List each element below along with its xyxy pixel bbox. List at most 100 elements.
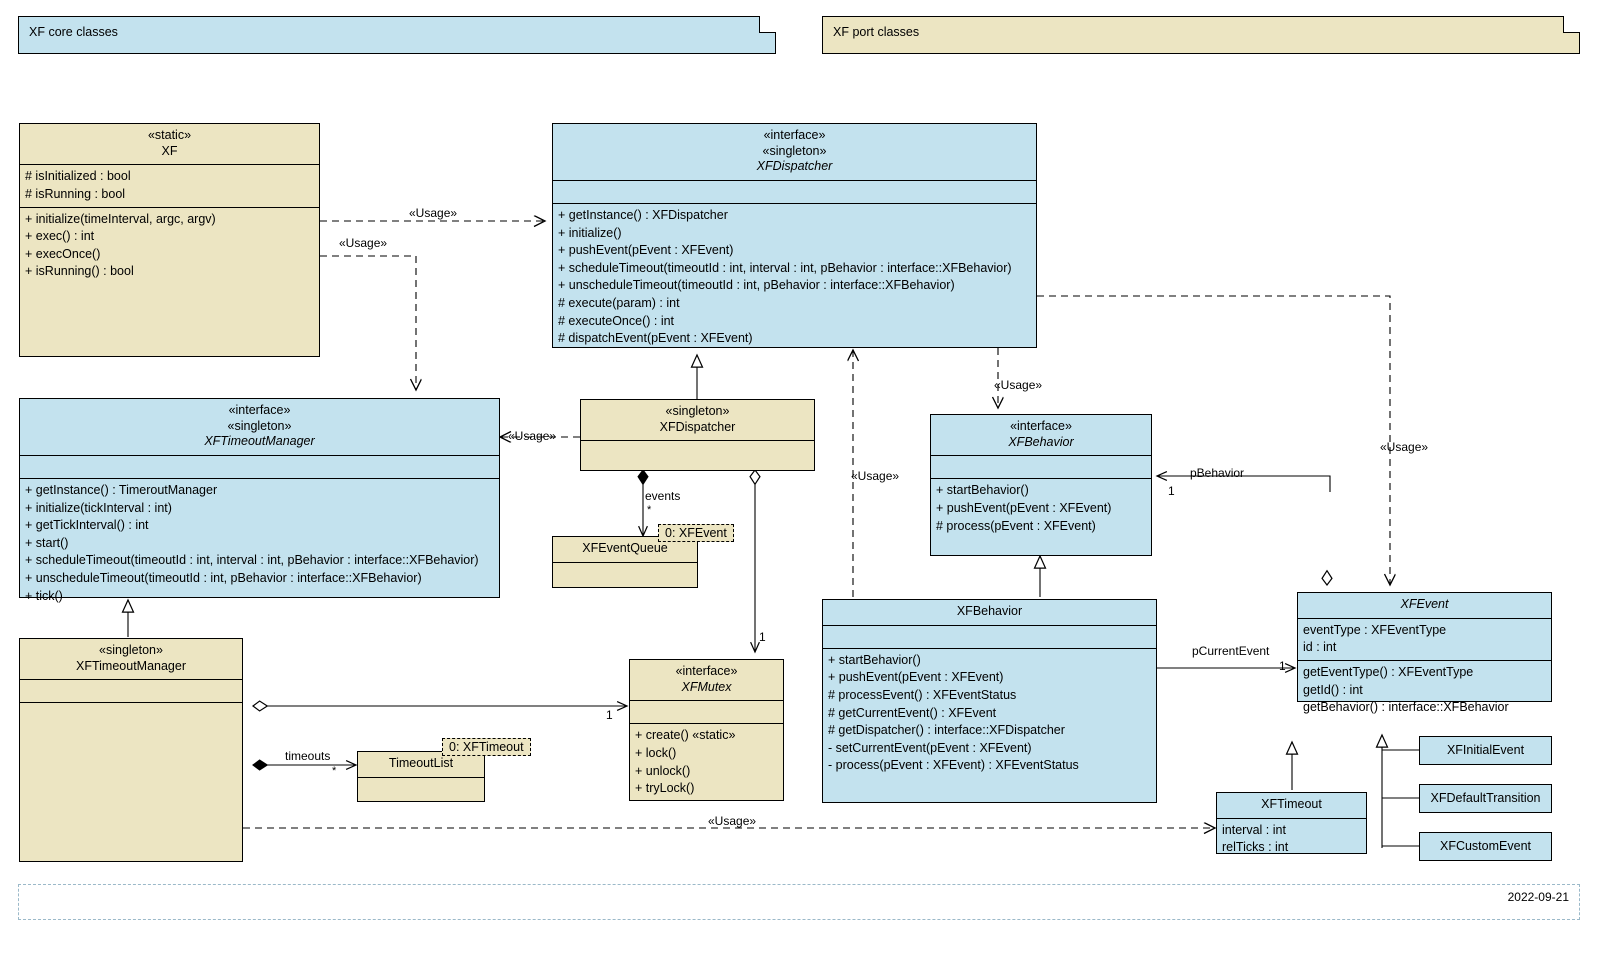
class-xftimeoutmanager-impl-attributes: [20, 680, 242, 704]
class-xfmutex-header: «interface» XFMutex: [630, 660, 783, 702]
class-xfbehavior-interface-operations: + startBehavior() + pushEvent(pEvent : X…: [931, 479, 1151, 538]
class-xfevent-operations: getEventType() : XFEventType getId() : i…: [1298, 661, 1551, 720]
operation-line: # getDispatcher() : interface::XFDispatc…: [828, 723, 1065, 738]
page-fold-icon: [759, 16, 776, 33]
operation-line: + tryLock(): [635, 781, 695, 796]
template-param-xfeventqueue: 0: XFEvent: [658, 524, 734, 542]
operation-line: + create() «static»: [635, 728, 736, 743]
stereotype-singleton: «singleton»: [99, 643, 163, 657]
stereotype-singleton: «singleton»: [665, 404, 730, 418]
operation-line: # executeOnce() : int: [558, 313, 675, 328]
class-xfmutex-attributes: [630, 701, 783, 725]
label-mult-timeouts: *: [332, 765, 337, 777]
class-xfdispatcher-interface[interactable]: «interface» «singleton» XFDispatcher + g…: [552, 123, 1037, 348]
class-xf-header: «static» XF: [20, 124, 319, 166]
class-name: XFMutex: [681, 679, 732, 694]
label-mult-mutex-dispatcher: 1: [759, 630, 766, 644]
class-name: TimeoutList: [388, 756, 454, 770]
label-usage-behavior-dispatcher: «Usage»: [851, 469, 900, 483]
legend-core-classes: XF core classes: [18, 16, 776, 54]
operation-line: + unlock(): [635, 763, 691, 778]
class-xftimeout[interactable]: XFTimeout interval : int relTicks : int: [1216, 792, 1367, 854]
operation-line: + tick(): [25, 588, 63, 603]
label-usage-dispatcher-timeoutmanager: «Usage»: [508, 429, 557, 443]
class-name: XFDefaultTransition: [1430, 791, 1541, 805]
class-name: XFCustomEvent: [1439, 839, 1531, 853]
operation-line: + initialize(): [558, 225, 622, 240]
class-xftimeoutmanager-impl-operations: [20, 703, 242, 709]
operation-line: + initialize(timeInterval, argc, argv): [25, 211, 216, 226]
label-mult-mutex-timeoutmanager: 1: [606, 708, 613, 722]
operation-line: + pushEvent(pEvent : XFEvent): [828, 670, 1004, 685]
stereotype-interface: «interface»: [675, 664, 738, 678]
class-xfmutex-operations: + create() «static» + lock() + unlock() …: [630, 724, 783, 801]
class-xfevent[interactable]: XFEvent eventType : XFEventType id : int…: [1297, 592, 1552, 714]
class-xftimeout-header: XFTimeout: [1217, 793, 1366, 819]
attribute-line: id : int: [1303, 640, 1337, 655]
class-xfbehavior-interface[interactable]: «interface» XFBehavior + startBehavior()…: [930, 414, 1152, 556]
class-xftimeoutmanager-interface[interactable]: «interface» «singleton» XFTimeoutManager…: [19, 398, 500, 603]
label-usage-timeoutmanager-timeout: «Usage»: [708, 814, 757, 828]
class-xfcustomevent[interactable]: XFCustomEvent: [1419, 832, 1552, 861]
class-xfinitialevent-header: XFInitialEvent: [1420, 737, 1551, 764]
class-xfdefaulttransition[interactable]: XFDefaultTransition: [1419, 784, 1552, 813]
class-xfinitialevent[interactable]: XFInitialEvent: [1419, 736, 1552, 765]
class-xf[interactable]: «static» XF # isInitialized : bool # isR…: [19, 123, 320, 357]
class-name: XFTimeoutManager: [76, 658, 186, 673]
class-name: XFDispatcher: [659, 419, 736, 434]
class-name: XFBehavior: [956, 604, 1023, 618]
operation-line: + scheduleTimeout(timeoutId : int, inter…: [25, 553, 479, 568]
operation-line: # dispatchEvent(pEvent : XFEvent): [558, 331, 753, 346]
class-name: XFEventQueue: [582, 541, 668, 555]
class-name: XFBehavior: [1008, 434, 1074, 449]
class-xfeventqueue-header: XFEventQueue: [553, 537, 697, 563]
class-xfdispatcher-impl[interactable]: «singleton» XFDispatcher: [580, 399, 815, 471]
class-xf-name: XF: [161, 143, 178, 158]
class-xfbehavior-impl[interactable]: XFBehavior + startBehavior() + pushEvent…: [822, 599, 1157, 803]
class-name: XFTimeoutManager: [204, 434, 315, 449]
class-xfdispatcher-interface-attributes: [553, 181, 1036, 204]
class-xfbehavior-interface-header: «interface» XFBehavior: [931, 415, 1151, 457]
class-xfdefaulttransition-header: XFDefaultTransition: [1420, 785, 1551, 812]
class-xf-attributes: # isInitialized : bool # isRunning : boo…: [20, 165, 319, 208]
template-param-timeoutlist: 0: XFTimeout: [442, 738, 531, 756]
stereotype-interface: «interface»: [228, 403, 291, 417]
operation-line: + unscheduleTimeout(timeoutId : int, pBe…: [25, 571, 422, 585]
class-timeoutlist-body: [358, 778, 484, 800]
class-xftimeoutmanager-impl[interactable]: «singleton» XFTimeoutManager: [19, 638, 243, 862]
label-usage-dispatcher-behavior: «Usage»: [994, 378, 1043, 392]
class-xfbehavior-interface-attributes: [931, 456, 1151, 480]
operation-line: # execute(param) : int: [558, 296, 680, 310]
label-usage-xf-dispatcher: «Usage»: [409, 206, 458, 220]
operation-line: + unscheduleTimeout(timeoutId : int, pBe…: [558, 278, 955, 293]
operation-line: - setCurrentEvent(pEvent : XFEvent): [828, 740, 1032, 755]
operation-line: + startBehavior(): [828, 652, 921, 667]
class-xfbehavior-impl-header: XFBehavior: [823, 600, 1156, 626]
label-mult-events: *: [647, 504, 652, 516]
class-xfdispatcher-interface-operations: + getInstance() : XFDispatcher + initial…: [553, 204, 1036, 351]
class-name: XFDispatcher: [756, 159, 833, 174]
operation-line: + getTickInterval() : int: [25, 518, 149, 533]
operation-line: + pushEvent(pEvent : XFEvent): [558, 243, 734, 258]
attribute-line: interval : int: [1222, 822, 1286, 837]
stereotype-interface: «interface»: [1010, 419, 1072, 433]
operation-line: + getInstance() : TimeroutManager: [25, 482, 218, 497]
class-xfmutex[interactable]: «interface» XFMutex + create() «static» …: [629, 659, 784, 801]
class-xfeventqueue[interactable]: XFEventQueue: [552, 536, 698, 588]
legend-core-label: XF core classes: [29, 25, 118, 39]
class-timeoutlist[interactable]: TimeoutList: [357, 751, 485, 802]
class-name: XFTimeout: [1261, 797, 1322, 811]
label-mult-pbehavior: 1: [1168, 484, 1175, 498]
operation-line: + getInstance() : XFDispatcher: [558, 207, 728, 222]
label-role-pbehavior: pBehavior: [1190, 466, 1245, 480]
attribute-line: # isRunning : bool: [25, 186, 126, 201]
class-xfevent-attributes: eventType : XFEventType id : int: [1298, 619, 1551, 661]
class-name: XFInitialEvent: [1446, 743, 1525, 757]
class-xf-operations: + initialize(timeInterval, argc, argv) +…: [20, 208, 319, 285]
class-xf-stereotype: «static»: [147, 128, 192, 142]
class-xfdispatcher-impl-header: «singleton» XFDispatcher: [581, 400, 814, 442]
operation-line: + isRunning() : bool: [25, 264, 134, 279]
operation-line: + pushEvent(pEvent : XFEvent): [936, 500, 1112, 515]
attribute-line: # isInitialized : bool: [25, 169, 131, 184]
